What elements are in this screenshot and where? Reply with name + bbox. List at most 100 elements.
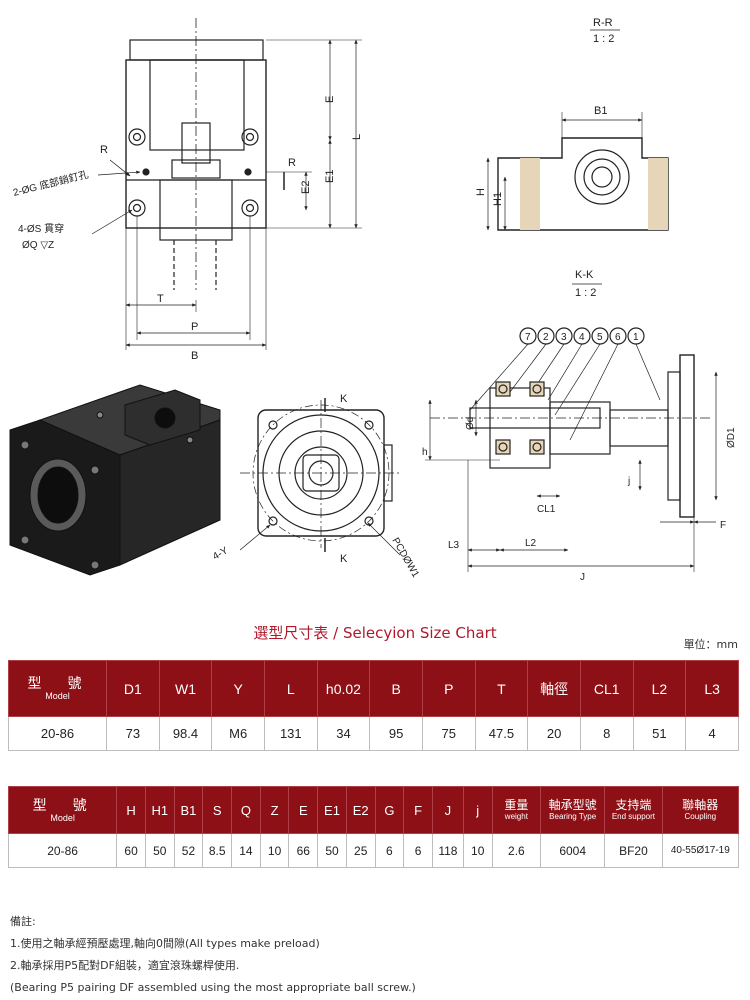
balloon-5: 5 <box>597 332 603 343</box>
header-cell: H <box>116 786 146 834</box>
table-cell: 34 <box>316 716 371 751</box>
dim-e1-label: E1 <box>324 170 336 183</box>
isometric-block <box>9 384 221 576</box>
dim-j-small-label: j <box>627 476 630 487</box>
table-cell: 6 <box>374 833 405 868</box>
header-end-support-zh: 支持端 <box>615 798 652 812</box>
side-view-labels: K K 4-Y PCDØW1 <box>211 393 421 580</box>
header-bearing-en: Bearing Type <box>549 812 597 821</box>
table-cell: 6004 <box>540 833 606 868</box>
header-cell: L <box>263 660 318 717</box>
header-cell: P <box>421 660 476 717</box>
header-cell: T <box>474 660 529 717</box>
header-cell: L2 <box>632 660 687 717</box>
table-cell: 40-55Ø17-19 <box>661 833 740 868</box>
dim-l2-label: L2 <box>525 538 537 549</box>
table-cell: 20 <box>527 716 581 751</box>
table-cell: 95 <box>369 716 423 751</box>
header-cell: L3 <box>685 660 739 717</box>
dim-shaft-dia-label: Ød <box>465 417 476 430</box>
dim-p-label: P <box>191 321 198 333</box>
header-cell: J <box>431 786 464 834</box>
dim-h-shaft-label: h <box>422 447 428 458</box>
table-cell: 52 <box>173 833 204 868</box>
dim-l-label: L <box>351 134 363 140</box>
balloon-3: 3 <box>561 332 567 343</box>
dim-cl1-label: CL1 <box>537 504 556 515</box>
header-cell: Z <box>259 786 290 834</box>
header-coupling: 聯軸器 Coupling <box>661 786 740 834</box>
header-cell: E2 <box>345 786 376 834</box>
header-cell: S <box>202 786 233 834</box>
table-cell: 47.5 <box>474 716 529 751</box>
dim-j-label: J <box>580 572 585 583</box>
table-cell: 20-86 <box>8 716 107 751</box>
section-rr-scale: 1 : 2 <box>593 33 614 45</box>
header-cell: 軸徑 <box>527 660 581 717</box>
balloon-4: 4 <box>579 332 585 343</box>
section-kk-scale: 1 : 2 <box>575 287 596 299</box>
header-cell: B <box>369 660 423 717</box>
front-view-labels: E L E1 E2 R R T P B 2-ØG 底部銷釘孔 4-ØS 貫穿 Ø… <box>12 96 363 362</box>
header-bearing-zh: 軸承型號 <box>548 798 597 812</box>
header-weight-zh: 重量 <box>504 798 529 812</box>
table-row: 20-86 73 98.4 M6 131 34 95 75 47.5 20 8 … <box>8 716 739 751</box>
dim-f-label: F <box>720 520 726 531</box>
table-cell: 75 <box>421 716 476 751</box>
header-cell: Q <box>231 786 261 834</box>
section-r-left-label: R <box>100 144 108 156</box>
table-header-row: 型 號 Model H H1 B1 S Q Z E E1 E2 G F J j … <box>7 786 740 834</box>
section-kk-view <box>425 283 718 572</box>
header-model-zh: 型 號 <box>27 675 88 691</box>
section-kk-labels: K-K 1 : 2 7 2 3 4 5 6 1 Ød ØD1 h j CL1 L… <box>422 269 737 583</box>
unit-label: 單位：mm <box>683 638 738 651</box>
header-model-zh: 型 號 <box>32 796 93 813</box>
tap-hole-callout: 4-Y <box>211 545 230 562</box>
table-row: 20-86 60 50 52 8.5 14 10 66 50 25 6 6 11… <box>7 833 740 868</box>
header-model-en: Model <box>45 691 70 701</box>
header-cell: B1 <box>173 786 204 834</box>
table-cell: 25 <box>345 833 376 868</box>
counterbore-callout: ØQ ▽Z <box>22 240 54 251</box>
header-cell: Y <box>211 660 265 717</box>
header-model: 型 號 Model <box>7 786 118 834</box>
table-cell: 6 <box>403 833 433 868</box>
table-cell: 20-86 <box>7 833 118 868</box>
table-cell: 10 <box>259 833 290 868</box>
table-cell: 66 <box>288 833 319 868</box>
dim-b1-label: B1 <box>594 105 607 117</box>
header-cell: F <box>403 786 433 834</box>
table-cell: 98.4 <box>158 716 213 751</box>
table-header-row: 型 號 Model D1 W1 Y L h0.02 B P T 軸徑 CL1 L… <box>8 660 739 717</box>
header-coupling-en: Coupling <box>684 812 717 821</box>
table-cell: 131 <box>263 716 318 751</box>
table-cell: 51 <box>632 716 687 751</box>
table-cell: 8.5 <box>202 833 233 868</box>
size-table-1: 型 號 Model D1 W1 Y L h0.02 B P T 軸徑 CL1 L… <box>8 660 739 751</box>
dim-l3-label: L3 <box>448 540 460 551</box>
header-end-support-en: End support <box>611 812 655 821</box>
section-kk-title: K-K <box>575 269 594 281</box>
table-cell: BF20 <box>604 833 663 868</box>
size-table-2: 型 號 Model H H1 B1 S Q Z E E1 E2 G F J j … <box>7 786 740 868</box>
header-cell: H1 <box>144 786 175 834</box>
header-weight-en: weight <box>504 812 528 821</box>
dim-t-label: T <box>157 293 164 305</box>
header-end-support: 支持端 End support <box>604 786 663 834</box>
header-weight: 重量 weight <box>491 786 542 834</box>
table-cell: 14 <box>231 833 261 868</box>
header-model-en: Model <box>50 812 75 823</box>
section-rr-view <box>486 29 669 231</box>
table-cell: 4 <box>685 716 739 751</box>
header-cell: h0.02 <box>316 660 371 717</box>
section-rr-labels: R-R 1 : 2 B1 H H1 <box>475 17 614 206</box>
section-k-bottom-label: K <box>340 553 348 565</box>
notes-section: 備註: 1.使用之軸承經預壓處理,軸向0間隙(All types make pr… <box>10 911 416 999</box>
note-line: 1.使用之軸承經預壓處理,軸向0間隙(All types make preloa… <box>10 937 320 950</box>
notes-heading: 備註: <box>10 915 36 928</box>
table-cell: 8 <box>579 716 634 751</box>
section-k-top-label: K <box>340 393 348 405</box>
technical-drawings: E L E1 E2 R R T P B 2-ØG 底部銷釘孔 4-ØS 貫穿 Ø… <box>9 17 737 583</box>
table-cell: 118 <box>431 833 464 868</box>
header-cell: D1 <box>106 660 160 717</box>
